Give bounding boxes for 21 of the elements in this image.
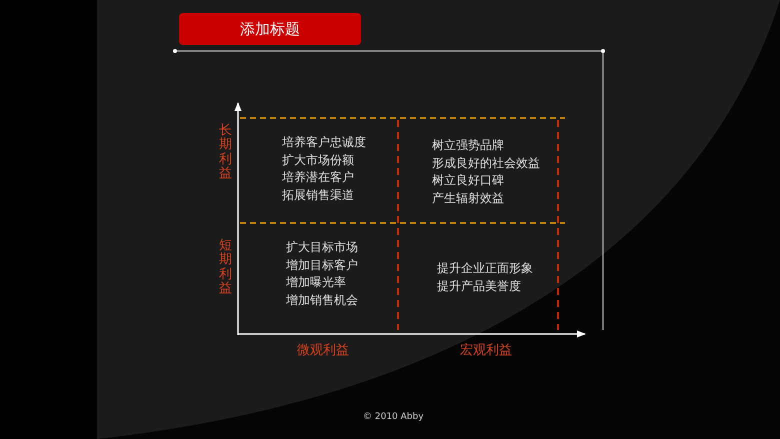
benefit-text: 增加目标客户 xyxy=(286,258,358,272)
benefit-text: 树立强势品牌 xyxy=(432,138,504,152)
axis-label: 微观利益 xyxy=(297,342,349,359)
benefit-text: 树立良好口碑 xyxy=(432,173,504,187)
benefit-text: 扩大市场份额 xyxy=(282,152,354,166)
benefit-text: 拓展销售渠道 xyxy=(282,188,354,202)
benefit-text: 提升企业正面形象 xyxy=(437,261,533,275)
axis-label: 短期利益 xyxy=(219,239,232,296)
benefit-text: 增加曝光率 xyxy=(286,275,346,289)
axis-label: 长期利益 xyxy=(219,124,232,182)
title-text: 添加标题 xyxy=(240,20,300,38)
copyright-text: © 2010 Abby xyxy=(363,412,424,422)
benefit-text: 形成良好的社会效益 xyxy=(432,156,540,170)
benefit-text: 提升产品美誉度 xyxy=(437,278,521,292)
title-banner xyxy=(179,13,361,45)
benefit-text: 扩大目标市场 xyxy=(286,240,358,254)
axis-label: 宏观利益 xyxy=(460,342,512,359)
benefit-text: 产生辐射效益 xyxy=(432,190,504,204)
benefit-text: 培养潜在客户 xyxy=(282,170,354,184)
benefit-text: 培养客户忠诚度 xyxy=(282,135,366,149)
benefit-text: 增加销售机会 xyxy=(286,292,358,306)
